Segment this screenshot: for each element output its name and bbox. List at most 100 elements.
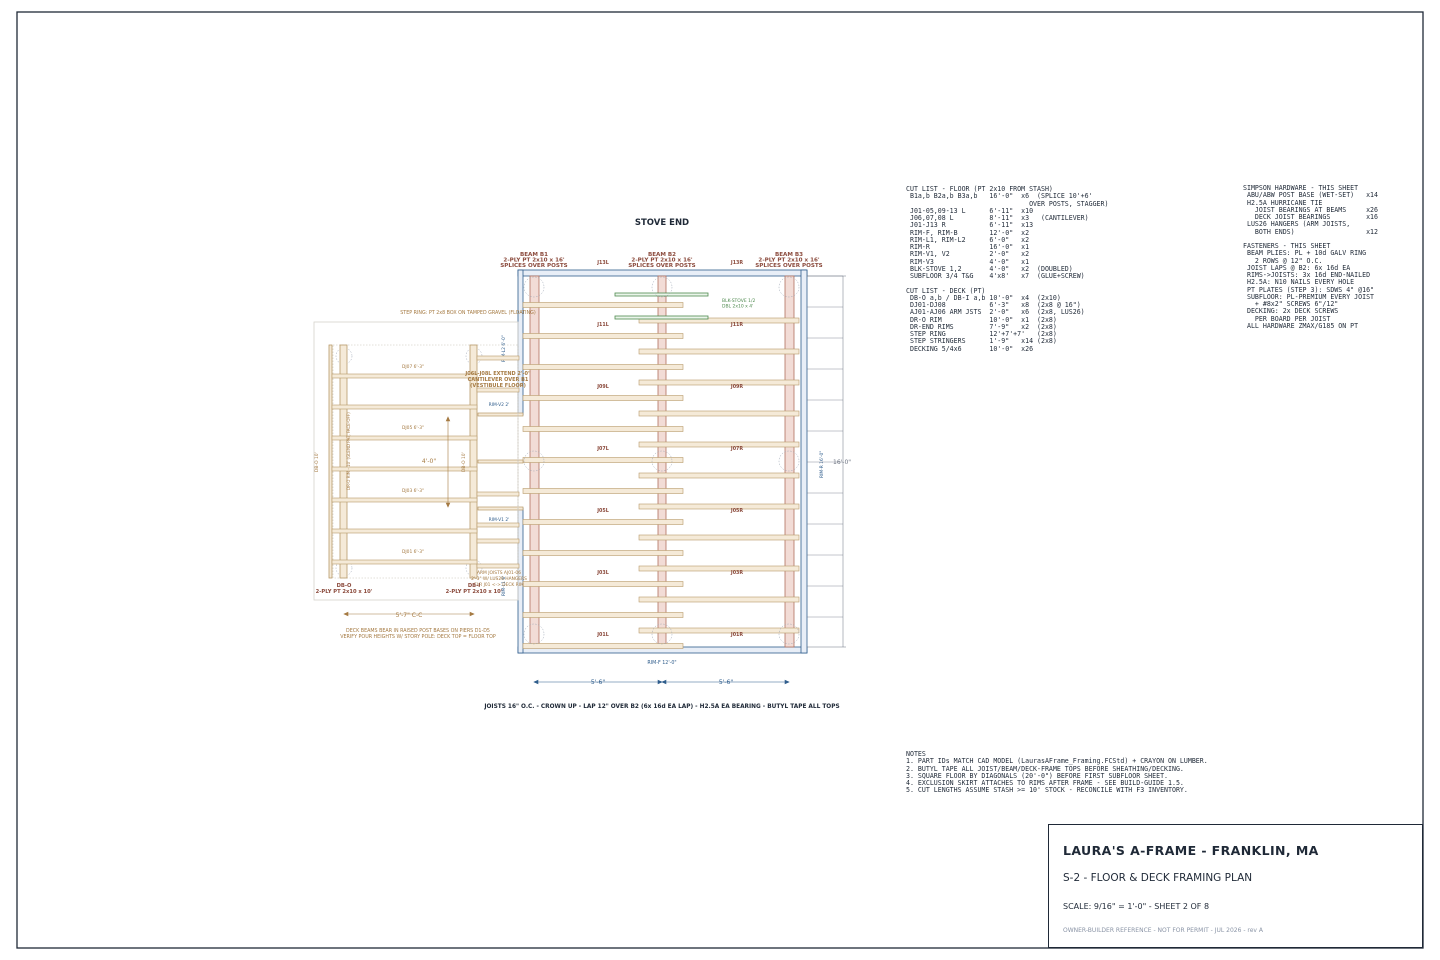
- arm-joist: [476, 522, 520, 528]
- deck-joist-label: DJ01 6'-3": [402, 549, 424, 555]
- row-dimension-ticks: [807, 275, 843, 618]
- rim-v1-label: RIM-V1 2': [489, 517, 510, 523]
- deck-beam-i-side-label: DB-O 10': [461, 452, 467, 472]
- sheet-scale: SCALE: 9/16" = 1'-0" - SHEET 2 OF 8: [1063, 902, 1210, 911]
- deck-joist: [331, 559, 478, 565]
- hardware-line: DECK JOIST BEARINGS x16: [1243, 213, 1378, 221]
- stove-end-label: STOVE END: [635, 218, 689, 228]
- floor-joist-right: [638, 348, 800, 355]
- floor-joist-right: [638, 317, 800, 324]
- deck-joist: [331, 466, 478, 472]
- post-marker: [651, 623, 673, 645]
- floor-joist-right: [638, 441, 800, 448]
- deck-joist-label: DJ07 6'-3": [402, 364, 424, 370]
- cantilever-joist: [477, 506, 524, 511]
- dim-arrow: [445, 416, 451, 508]
- cut-list-line: AJ01-AJ06 ARM JSTS 2'-0" x6 (2x8, LUS26): [906, 308, 1085, 317]
- hardware-line: 2 ROWS @ 12" O.C.: [1243, 256, 1323, 265]
- hardware-line: SIMPSON HARDWARE - THIS SHEET: [1243, 184, 1359, 192]
- dim-right-label: 5'-6": [719, 679, 733, 686]
- joist-label-right: J09R: [730, 384, 743, 390]
- cut-list-line: DR-END RIMS 7'-9" x2 (2x8): [906, 322, 1057, 331]
- cantilever-note-line: J06L-J08L EXTEND 2'-0": [464, 371, 531, 377]
- deck-beam-o: [339, 344, 348, 579]
- deck-joists: [331, 373, 478, 565]
- arm-joist: [476, 491, 520, 497]
- hardware-line: JOIST LAPS @ B2: 6x 16d EA: [1243, 263, 1351, 272]
- cut-list-line: DR-O RIM 10'-0" x1 (2x8): [906, 315, 1057, 324]
- floor-joist-left: [522, 302, 684, 308]
- deck-joist-label: DJ03 6'-3": [402, 488, 424, 494]
- deck-rim-vertical-label: DR-O RIM - 10' (GLEND PAT, FACE-OFF): [346, 412, 351, 490]
- floor-joist-left: [522, 519, 684, 525]
- hardware-line: LUS26 HANGERS (ARM JOISTS,: [1243, 220, 1351, 229]
- post-marker: [651, 450, 673, 472]
- joist-label-left: J07L: [596, 446, 609, 452]
- joist-label-left: J01L: [596, 632, 609, 638]
- deck-cc-dimension: [343, 611, 475, 617]
- joist-label-right: J01R: [730, 632, 743, 638]
- deck-note-line: VERIFY POUR HEIGHTS W/ STORY POLE: DECK …: [340, 634, 496, 640]
- cut-list-line: CUT LIST - FLOOR (PT 2x10 FROM STASH): [906, 185, 1053, 193]
- blk-stove-label-2: DBL 2x10 x 4': [722, 304, 753, 310]
- note-line: NOTES: [906, 750, 926, 758]
- beam-b2-note: SPLICES OVER POSTS: [628, 263, 695, 269]
- joist-labels: J13L J11L J09L J07L J05L J03L J01L J13R …: [596, 260, 743, 638]
- rim-f-label: RIM-F 12'-0": [647, 660, 676, 666]
- joist-label-left: J05L: [596, 508, 609, 514]
- floor-rim-frame: [517, 269, 808, 654]
- floor-joist-left: [522, 457, 684, 463]
- hardware-list: SIMPSON HARDWARE - THIS SHEET ABU/ABW PO…: [1243, 184, 1378, 330]
- beam-b3: [784, 275, 795, 648]
- blk-stove-1: [614, 292, 709, 297]
- cut-list-line: RIM-L1, RIM-L2 6'-0" x2: [906, 235, 1030, 244]
- floor-joist-right: [638, 472, 800, 479]
- deck-beam-side-label: DB-O 10': [314, 452, 320, 472]
- bottom-dimension: [533, 679, 790, 685]
- post-marker: [778, 623, 800, 645]
- joist-label-left: J11L: [596, 322, 609, 328]
- cut-list-line: BLK-STOVE 1,2 4'-0" x2 (DOUBLED): [906, 264, 1073, 273]
- arm-joist: [476, 538, 520, 544]
- cut-list-line: DJ01-DJ08 6'-3" x8 (2x8 @ 16"): [906, 301, 1081, 309]
- joist-label-left: J09L: [596, 384, 609, 390]
- beam-b3-note: SPLICES OVER POSTS: [755, 263, 822, 269]
- dim-arrow: [343, 611, 475, 617]
- beam-b3-name: BEAM B3: [775, 252, 803, 258]
- joist-label-right: J07R: [730, 446, 743, 452]
- hardware-line: RIMS->JOISTS: 3x 16d END-NAILED: [1243, 271, 1371, 279]
- rim-l2-label: RIM-L2 6'-0": [501, 335, 507, 362]
- floor-joist-left: [522, 612, 684, 618]
- joist-note: JOISTS 16" O.C. - CROWN UP - LAP 12" OVE…: [483, 704, 839, 710]
- joist-label-right: J05R: [730, 508, 743, 514]
- hardware-line: DECKING: 2x DECK SCREWS: [1243, 307, 1339, 316]
- deck-beam-i-name: DB-I: [468, 583, 480, 589]
- floor-joist-right: [638, 534, 800, 541]
- joist-label-right: J11R: [730, 322, 743, 328]
- cut-list-line: OVER POSTS, STAGGER): [906, 199, 1109, 208]
- post-marker: [523, 450, 545, 472]
- arm-joists: [476, 355, 520, 569]
- note-line: 4. EXCLUSION SKIRT ATTACHES TO RIMS AFTE…: [906, 779, 1184, 787]
- hardware-line: H2.5A HURRICANE TIE: [1243, 198, 1323, 207]
- beam-b3-desc: 2-PLY PT 2x10 x 16': [758, 258, 819, 264]
- hardware-line: BEAM PLIES: PL + 10d GALV RING: [1243, 249, 1367, 258]
- floor-joist-right: [638, 379, 800, 386]
- dim-left-label: 5'-6": [591, 679, 605, 686]
- cut-list-line: J06,07,08 L 8'-11" x3 (CANTILEVER): [906, 214, 1089, 222]
- floor-joist-left: [522, 488, 684, 494]
- joist-label-left: J03L: [596, 570, 609, 576]
- deck-joist: [331, 528, 478, 534]
- beam-b1-desc: 2-PLY PT 2x10 x 16': [503, 258, 564, 264]
- joist-label-left: J13L: [596, 260, 609, 266]
- blk-stove-label: BLK-STOVE 1/2: [722, 298, 755, 304]
- floor-joist-left: [522, 426, 684, 432]
- cut-list-line: J01-J13 R 6'-11" x13: [906, 221, 1034, 230]
- deck-dashed-edge: [332, 344, 519, 579]
- dim-arrow: [533, 679, 790, 685]
- post-marker: [523, 623, 545, 645]
- cut-list-line: RIM-V1, V2 2'-0" x2: [906, 250, 1030, 259]
- note-line: 5. CUT LENGTHS ASSUME STASH >= 10' STOCK…: [906, 786, 1188, 795]
- cantilever-joist: [477, 459, 524, 464]
